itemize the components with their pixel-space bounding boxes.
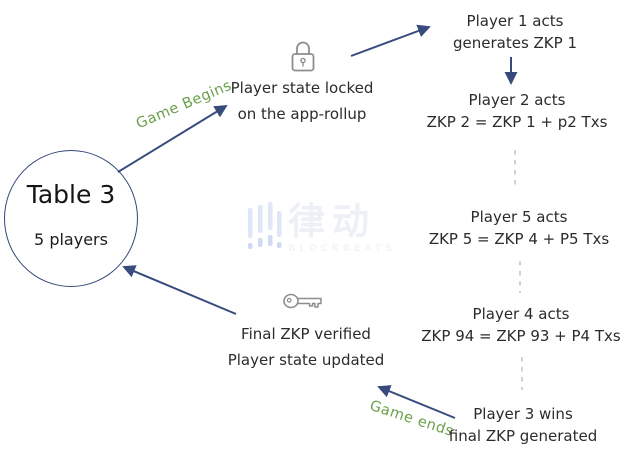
player2-step: Player 2 acts ZKP 2 = ZKP 1 + p2 Txs bbox=[427, 89, 608, 133]
verify-step-line2: Player state updated bbox=[227, 351, 385, 369]
player3-wins-step: Player 3 wins final ZKP generated bbox=[449, 403, 597, 447]
player1-step: Player 1 acts generates ZKP 1 bbox=[453, 10, 577, 54]
lock-step: Player state locked on the app-rollup bbox=[231, 75, 374, 127]
verify-step: Final ZKP verified Player state updated bbox=[228, 321, 385, 373]
lock-step-line2: on the app-rollup bbox=[237, 105, 367, 123]
table-title: Table 3 bbox=[26, 180, 116, 209]
lock-icon bbox=[291, 41, 315, 72]
lock-step-line1: Player state locked bbox=[230, 79, 374, 97]
arrow-game-ends bbox=[377, 385, 456, 419]
arrow-lock-to-player1 bbox=[350, 24, 431, 57]
player5-step: Player 5 acts ZKP 5 = ZKP 4 + P5 Txs bbox=[429, 206, 609, 250]
arrow-game-begins bbox=[117, 104, 228, 173]
key-icon bbox=[283, 293, 322, 309]
table-subtitle: 5 players bbox=[34, 230, 108, 249]
player2-line1: Player 2 acts bbox=[468, 91, 566, 109]
verify-step-line1: Final ZKP verified bbox=[241, 325, 371, 343]
player4-line1: Player 4 acts bbox=[472, 305, 570, 323]
player3-line1: Player 3 wins bbox=[473, 405, 573, 423]
player1-line1: Player 1 acts bbox=[466, 12, 564, 30]
player4-step: Player 4 acts ZKP 94 = ZKP 93 + P4 Txs bbox=[421, 303, 620, 347]
player2-line2: ZKP 2 = ZKP 1 + p2 Txs bbox=[426, 113, 608, 131]
player4-line2: ZKP 94 = ZKP 93 + P4 Txs bbox=[421, 327, 621, 345]
player1-line2: generates ZKP 1 bbox=[452, 34, 578, 52]
player5-line1: Player 5 acts bbox=[470, 208, 568, 226]
player5-line2: ZKP 5 = ZKP 4 + P5 Txs bbox=[428, 230, 610, 248]
table-node: Table 3 5 players bbox=[4, 150, 138, 287]
player3-line2: final ZKP generated bbox=[448, 427, 598, 445]
arrow-verify-to-table bbox=[122, 265, 237, 315]
